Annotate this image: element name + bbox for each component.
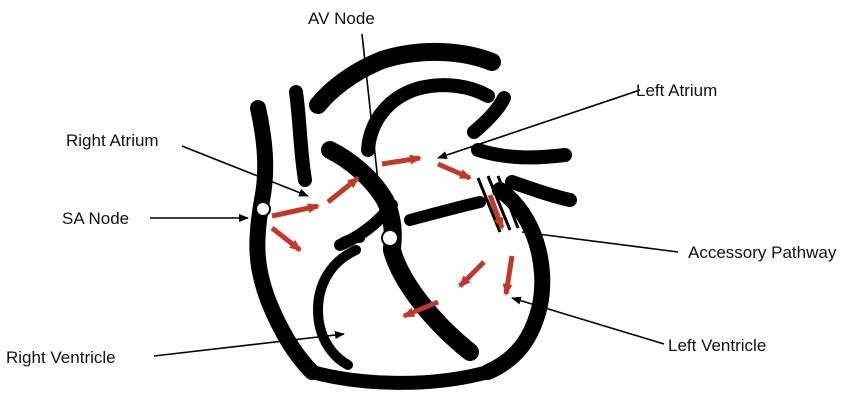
mitral-valve-plane — [410, 202, 480, 220]
conduction-arrow-to-la — [382, 158, 420, 164]
right-ventricle-label: Right Ventricle — [6, 348, 116, 367]
accessory-pathway-label: Accessory Pathway — [688, 243, 837, 262]
conduction-arrow-sa-down — [272, 228, 300, 250]
superior-vena-cava-wall — [296, 92, 305, 180]
left-ventricle-label: Left Ventricle — [668, 336, 766, 355]
conduction-arrow-la-to-pathway — [438, 164, 470, 178]
conduction-arrow-lv-down — [506, 256, 512, 294]
tricuspid-valve-plane — [340, 238, 360, 244]
sa-node-marker — [256, 202, 270, 216]
right-ventricle-pointer — [154, 334, 344, 356]
left-atrium-label: Left Atrium — [636, 81, 717, 100]
right-ventricle-inner-wall — [318, 250, 356, 365]
conduction-arrow-sa-to-av — [272, 206, 318, 216]
right-atrium-label: Right Atrium — [66, 131, 159, 150]
left-atrium-pointer — [438, 90, 640, 158]
pulmonary-vessel-wall — [474, 98, 504, 132]
right-atrium-pointer — [182, 146, 308, 196]
av-node-marker — [382, 230, 398, 246]
sa-node-label: SA Node — [62, 209, 129, 228]
interventricular-septum — [392, 250, 470, 352]
conduction-arrow-lv-middle — [460, 262, 484, 286]
ventricle-bottom-wall — [312, 372, 488, 383]
pulmonary-vein-lower — [512, 182, 570, 200]
pulmonary-vein-upper — [478, 150, 565, 157]
av-node-label: AV Node — [308, 9, 375, 28]
conduction-arrow-ra-up — [328, 178, 358, 202]
aorta-inner-wall — [368, 85, 488, 150]
heart-outline — [257, 52, 570, 383]
